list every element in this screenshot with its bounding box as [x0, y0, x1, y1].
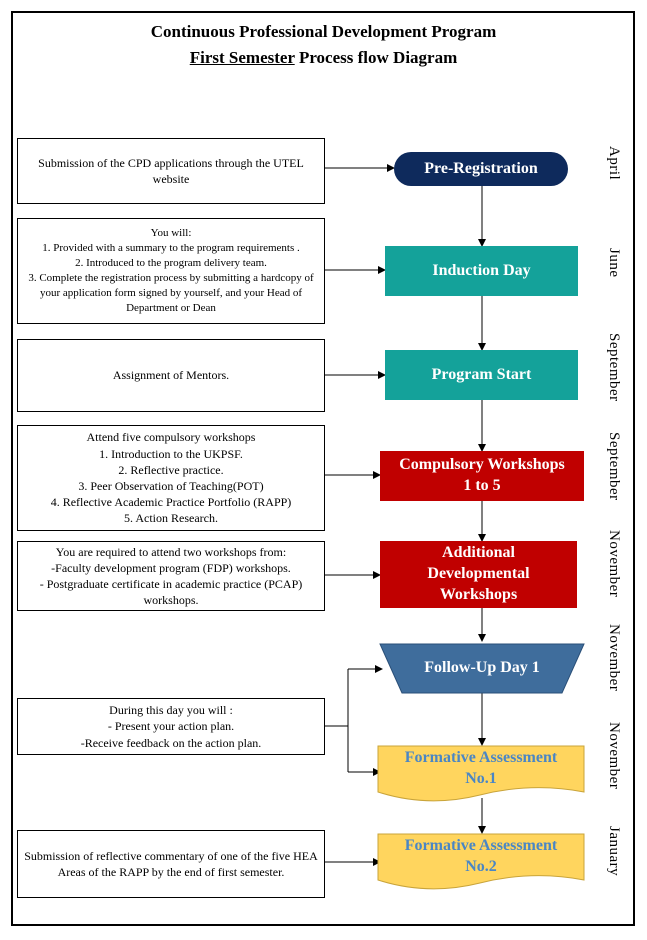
step-follow-up-day: Follow-Up Day 1: [424, 659, 540, 677]
note-line: You are required to attend two workshops…: [55, 544, 287, 559]
month-label: September: [606, 432, 622, 501]
note-formative-2: Submission of reflective commentary of o…: [17, 830, 325, 898]
step-pre-registration: Pre-Registration: [394, 152, 568, 186]
arrow-note-6-bracket: [325, 669, 349, 772]
note-line: -Faculty development program (FDP) works…: [51, 560, 291, 575]
note-line: During this day you will :: [109, 703, 233, 718]
document-shape-1: [377, 745, 585, 802]
note-additional: You are required to attend two workshops…: [17, 541, 325, 611]
note-line: - Present your action plan.: [107, 719, 235, 734]
note-line: 2. Reflective practice.: [118, 462, 224, 477]
note-line: 5. Action Research.: [124, 511, 218, 526]
month-label: November: [606, 722, 622, 790]
month-label: June: [606, 248, 622, 278]
note-program-start: Assignment of Mentors.: [17, 339, 325, 412]
note-line: 1. Introduction to the UKPSF.: [99, 446, 243, 461]
month-label: April: [606, 146, 622, 181]
month-label: November: [606, 624, 622, 692]
note-line: -Receive feedback on the action plan.: [80, 735, 262, 750]
month-label: January: [606, 826, 622, 877]
note-line: Assignment of Mentors.: [112, 368, 230, 383]
step-program-start: Program Start: [385, 350, 578, 400]
month-label: November: [606, 530, 622, 598]
note-line: 3. Complete the registration process by …: [28, 272, 314, 314]
step-formative-assessment-1: Formative Assessment No.1: [404, 749, 558, 787]
note-follow-up: During this day you will : - Present you…: [17, 698, 325, 755]
note-line: Attend five compulsory workshops: [86, 430, 256, 445]
subtitle-rest: Process flow Diagram: [294, 48, 458, 67]
note-line: 1. Provided with a summary to the progra…: [42, 242, 300, 255]
step-compulsory-workshops: Compulsory Workshops 1 to 5: [380, 451, 584, 501]
note-line: Submission of the CPD applications throu…: [38, 155, 304, 186]
subtitle-underlined: First Semester: [189, 48, 295, 67]
note-line: Submission of reflective commentary of o…: [24, 848, 318, 879]
diagram-title: Continuous Professional Development Prog…: [150, 22, 497, 41]
note-line: 3. Peer Observation of Teaching(POT): [78, 479, 264, 493]
trapezoid-shape: [379, 643, 585, 694]
step-formative-assessment-2: Formative Assessment No.2: [404, 837, 558, 875]
note-compulsory: Attend five compulsory workshops 1. Intr…: [17, 425, 325, 531]
note-registration: Submission of the CPD applications throu…: [17, 138, 325, 204]
diagram-subtitle: First Semester Process flow Diagram: [0, 48, 647, 68]
note-line: 4. Reflective Academic Practice Portfoli…: [50, 495, 292, 510]
month-label: September: [606, 333, 622, 402]
note-induction: You will: 1. Provided with a summary to …: [17, 218, 325, 324]
note-line: - Postgraduate certificate in academic p…: [39, 577, 303, 608]
diagram-frame: [11, 11, 635, 926]
step-induction-day: Induction Day: [385, 246, 578, 296]
step-additional-workshops: Additional Developmental Workshops: [380, 541, 577, 608]
note-line: 2. Introduced to the program delivery te…: [75, 257, 267, 270]
document-shape-2: [377, 833, 585, 890]
note-line: You will:: [150, 227, 192, 240]
